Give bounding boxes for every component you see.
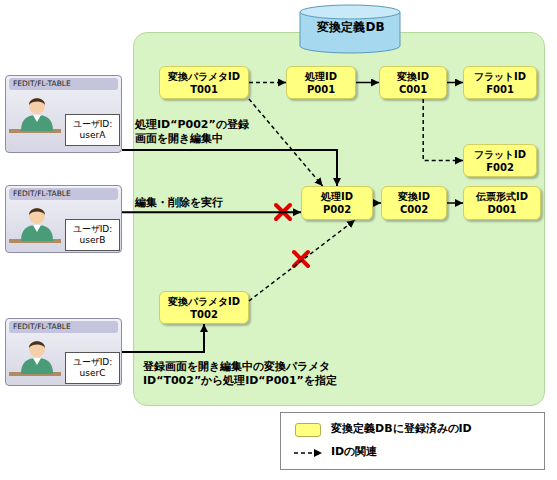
- window-title: FEDIT/FL-TABLE: [9, 78, 118, 90]
- id-type: 処理ID: [305, 70, 337, 83]
- id-type: 伝票形式ID: [476, 190, 528, 203]
- id-type: 変換ID: [398, 190, 430, 203]
- id-value: P002: [323, 203, 351, 216]
- database-cylinder-top: [300, 5, 400, 19]
- id-value: P001: [307, 83, 335, 96]
- id-type: フラットID: [474, 70, 526, 83]
- user-id-label: ユーザID:: [73, 357, 113, 368]
- legend-text: IDの関連: [331, 445, 377, 459]
- id-box: 処理IDP002: [301, 186, 373, 220]
- user-id-box: ユーザID:userB: [65, 219, 120, 251]
- edge-label: 処理ID“P002”の登録 画面を開き編集中: [135, 118, 285, 146]
- id-box: フラットIDF001: [463, 66, 537, 99]
- id-type: 変換パラメタID: [168, 70, 240, 83]
- legend-box: 変換定義DBに登録済みのID IDの関連: [280, 412, 545, 470]
- window-title: FEDIT/FL-TABLE: [9, 321, 118, 333]
- id-value: C002: [400, 203, 428, 216]
- user-id-value: userC: [80, 368, 106, 379]
- id-type: 処理ID: [321, 190, 353, 203]
- user-id-label: ユーザID:: [73, 119, 113, 130]
- database-label: 変換定義DB: [301, 20, 401, 34]
- client-window: FEDIT/FL-TABLE ユーザID:userA: [5, 75, 122, 153]
- id-box: 変換パラメタIDT001: [159, 66, 249, 99]
- window-title: FEDIT/FL-TABLE: [9, 188, 118, 200]
- user-id-box: ユーザID:userC: [65, 352, 120, 384]
- user-id-label: ユーザID:: [73, 224, 113, 235]
- legend-swatch: [295, 423, 321, 437]
- client-window: FEDIT/FL-TABLE ユーザID:userB: [5, 185, 122, 253]
- id-box: 変換IDC002: [381, 186, 447, 220]
- id-box: 変換IDC001: [379, 66, 447, 99]
- id-value: C001: [399, 83, 427, 96]
- id-type: 変換パラメタID: [168, 295, 240, 308]
- id-box: フラットIDF002: [463, 144, 537, 177]
- id-box: 伝票形式IDD001: [463, 186, 541, 220]
- id-value: T002: [190, 308, 218, 321]
- user-id-value: userB: [80, 235, 106, 246]
- edge-label: 編集・削除を実行: [135, 196, 275, 210]
- id-value: F002: [486, 161, 514, 174]
- id-value: D001: [487, 203, 516, 216]
- id-box: 処理IDP001: [286, 66, 356, 99]
- database-region: 変換定義DB変換パラメタIDT001処理IDP001変換IDC001フラットID…: [133, 32, 545, 406]
- user-id-value: userA: [80, 130, 106, 141]
- edge-label: 登録画面を開き編集中の変換パラメタ ID“T002”から処理ID“P001”を指…: [143, 360, 368, 388]
- client-window: FEDIT/FL-TABLE ユーザID:userC: [5, 318, 122, 386]
- legend-text: 変換定義DBに登録済みのID: [331, 422, 472, 436]
- id-type: 変換ID: [397, 70, 429, 83]
- id-value: T001: [190, 83, 218, 96]
- id-value: F001: [486, 83, 514, 96]
- id-box: 変換パラメタIDT002: [159, 291, 249, 324]
- user-id-box: ユーザID:userA: [65, 114, 120, 146]
- id-type: フラットID: [474, 148, 526, 161]
